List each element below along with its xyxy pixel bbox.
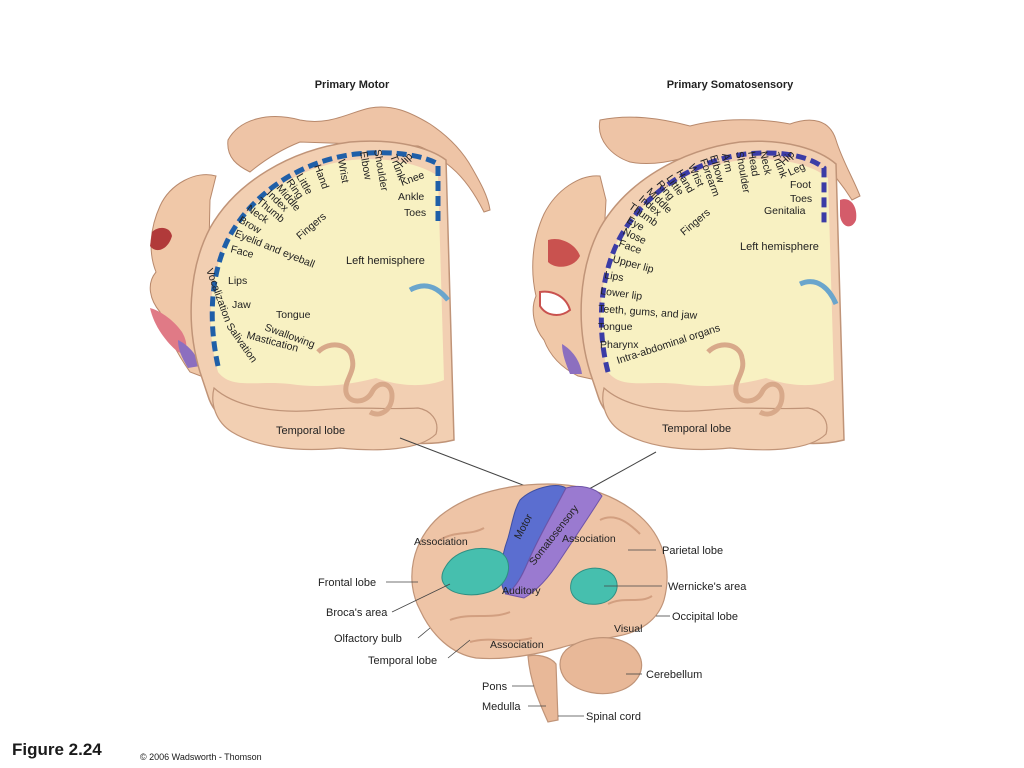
motor-label-lips: Lips [228,275,247,287]
label-medulla: Medulla [482,701,521,713]
somato-sulcus [798,279,839,306]
label-olfactory-bulb: Olfactory bulb [334,633,402,645]
label-occipital-lobe: Occipital lobe [672,611,738,623]
somato-label-pharynx: Pharynx [600,339,639,351]
brain-auditory-label: Auditory [502,585,541,597]
motor-panel: Primary Motor Toes Ankle Knee Hip Trunk … [149,79,491,451]
motor-temporal-lobe-shape [212,386,438,451]
motor-title: Primary Motor [315,79,390,91]
somato-genitalia [840,199,857,227]
somato-label-tongue: Tongue [598,321,633,333]
somato-panel: Primary Somatosensory Genitalia Toes Foo… [532,79,861,451]
brain-wernicke-area [570,567,618,605]
somato-label-genitalia: Genitalia [764,205,806,217]
motor-gyri [316,342,395,417]
brain-association-back: Association [562,533,616,545]
brain-gyri [439,516,653,643]
label-broca-area: Broca's area [326,607,388,619]
callout-olfactory [417,627,431,639]
label-spinal-cord: Spinal cord [586,711,641,723]
motor-label-tongue: Tongue [276,309,311,321]
brain-association-bottom: Association [490,639,544,651]
somato-label-head: Head [745,150,761,177]
brain-broca-area [441,548,509,596]
somato-gyri [706,342,785,417]
motor-homunculus-body [227,106,491,213]
motor-mouth [150,227,172,251]
motor-sulcus [408,283,450,302]
somato-lips [548,238,580,267]
callout-broca [391,583,451,613]
somato-label-neck: Neck [757,150,774,177]
motor-label-elbow: Elbow [357,150,374,181]
motor-label-toes: Toes [404,207,426,219]
figure-caption: Figure 2.24 [12,740,102,759]
label-pons: Pons [482,681,508,693]
connector-somato [579,451,657,495]
somato-hemisphere-inner [600,159,834,386]
somato-label-lower-lip: Lower lip [600,285,643,303]
motor-label-face: Face [229,243,255,261]
somato-strip [598,150,827,373]
somato-title: Primary Somatosensory [667,79,794,91]
somato-label-arm: Arm [719,152,735,174]
motor-hemisphere-inner [210,159,444,386]
somato-label-lips: Lips [603,269,624,284]
brain-cerebellum [559,637,643,695]
label-cerebellum: Cerebellum [646,669,702,681]
copyright-notice: © 2006 Wadsworth - Thomson [140,752,262,762]
somato-throat [562,344,582,374]
callout-temporal [447,639,471,659]
label-wernicke-area: Wernicke's area [668,581,747,593]
motor-temporal-label: Temporal lobe [276,425,345,437]
brain-stem [527,654,559,723]
somato-teeth [539,290,572,316]
somato-label-toes: Toes [790,193,812,205]
label-frontal-lobe: Frontal lobe [318,577,376,589]
somato-temporal-label: Temporal lobe [662,423,731,435]
label-parietal-lobe: Parietal lobe [662,545,723,557]
connector-motor [399,437,537,491]
brain-association-front: Association [414,536,468,548]
motor-label-wrist: Wrist [335,158,351,184]
label-temporal-lobe: Temporal lobe [368,655,437,667]
motor-label-jaw: Jaw [232,299,251,311]
lateral-brain: Motor Somatosensory Association Associat… [318,483,747,723]
motor-throat [178,340,200,368]
motor-hemisphere-label: Left hemisphere [346,255,425,267]
motor-tongue [150,308,187,353]
motor-label-ankle: Ankle [398,191,424,203]
somato-temporal-lobe-shape [602,386,828,451]
somato-hemisphere-label: Left hemisphere [740,241,819,253]
somato-label-foot: Foot [790,179,811,191]
somato-homunculus-body [598,116,861,201]
brain-somato-strip [504,485,603,599]
brain-visual-label: Visual [614,623,642,635]
